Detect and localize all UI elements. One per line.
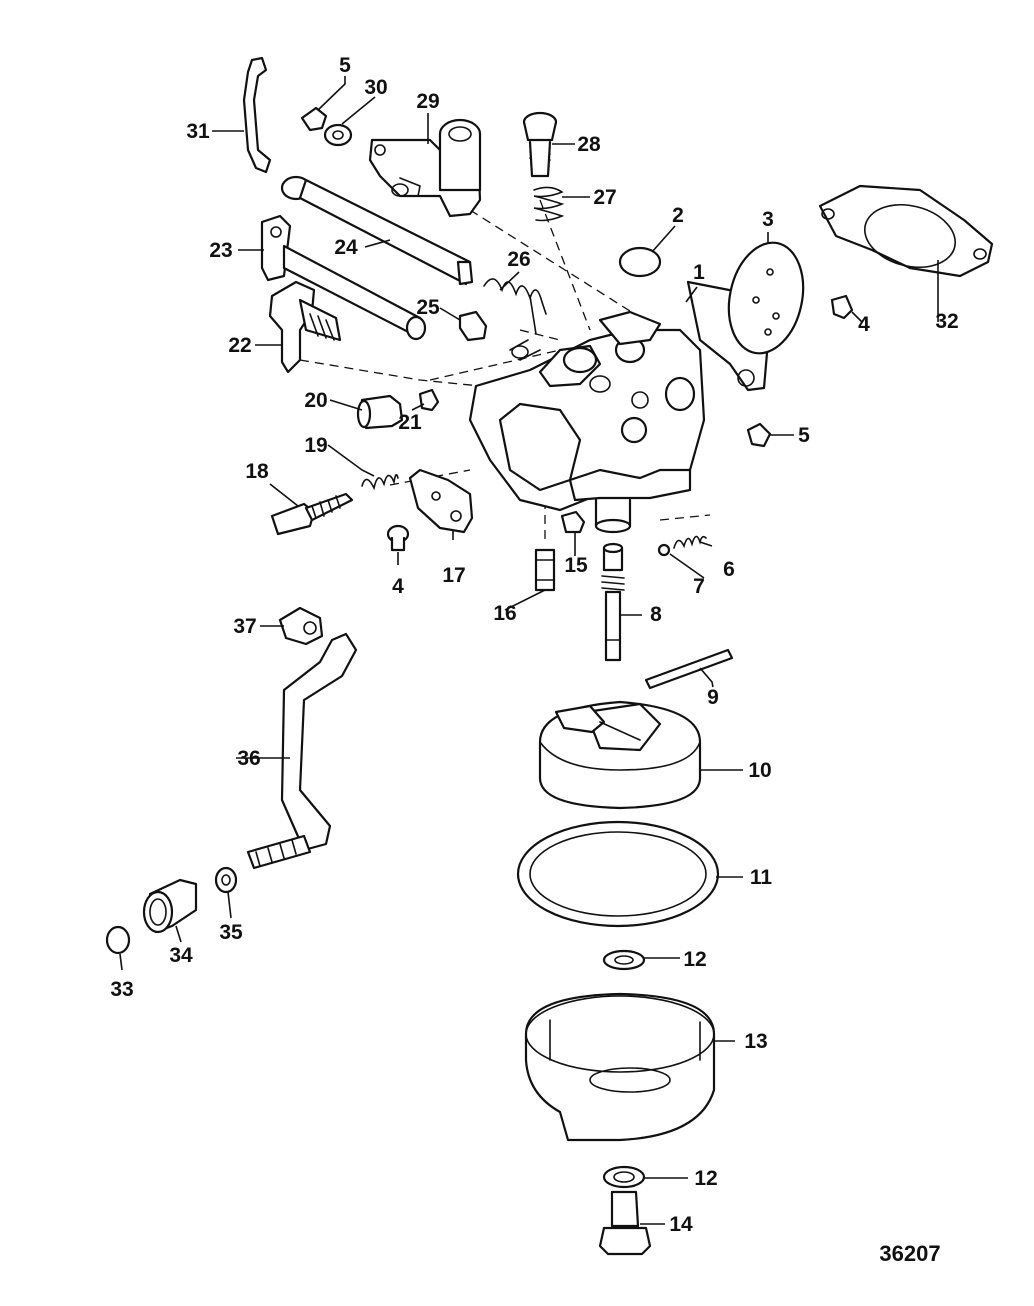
callout-19: 19 bbox=[304, 434, 327, 457]
spring-19 bbox=[361, 474, 399, 491]
callout-15: 15 bbox=[564, 554, 588, 577]
welch-plug bbox=[618, 246, 662, 278]
fuel-inlet-fitting bbox=[368, 118, 482, 218]
e-clip-right bbox=[746, 422, 772, 448]
leader-lines bbox=[119, 76, 939, 1225]
callout-7: 7 bbox=[693, 575, 705, 598]
callout-14: 14 bbox=[669, 1213, 693, 1236]
callout-6: 6 bbox=[723, 558, 735, 581]
callout-2: 2 bbox=[672, 204, 684, 227]
callout-12-lower: 12 bbox=[694, 1167, 717, 1190]
e-clip-top bbox=[300, 106, 328, 132]
pin-16 bbox=[534, 548, 556, 592]
check-ball bbox=[657, 543, 671, 557]
callout-13: 13 bbox=[744, 1030, 767, 1053]
callout-4-left: 4 bbox=[392, 575, 404, 598]
spring-6 bbox=[673, 535, 707, 549]
callout-26: 26 bbox=[507, 248, 530, 271]
callout-36: 36 bbox=[237, 747, 260, 770]
callout-5-top: 5 bbox=[339, 54, 351, 77]
callout-31: 31 bbox=[186, 120, 210, 143]
washer-30 bbox=[323, 123, 353, 147]
callout-35: 35 bbox=[219, 921, 243, 944]
jet-21 bbox=[418, 388, 440, 412]
callout-37: 37 bbox=[233, 615, 256, 638]
washer-12-upper bbox=[602, 949, 646, 971]
choke-valve-22 bbox=[268, 280, 342, 374]
callout-23: 23 bbox=[209, 239, 232, 262]
jet-25 bbox=[458, 310, 488, 342]
adjusting-screw-28 bbox=[522, 111, 558, 178]
hose-fitting-34 bbox=[142, 878, 198, 934]
callout-labels: 1 2 3 4 4 5 5 6 7 8 9 10 11 12 12 13 14 … bbox=[110, 54, 958, 1236]
float-bowl-gasket bbox=[516, 820, 720, 928]
hose-clip-37 bbox=[278, 606, 324, 646]
callout-8: 8 bbox=[650, 603, 662, 626]
callout-5-right: 5 bbox=[798, 424, 810, 447]
callout-24: 24 bbox=[334, 236, 358, 259]
callout-17: 17 bbox=[442, 564, 465, 587]
float-hinge-pin bbox=[644, 648, 734, 690]
hose-clamp-35 bbox=[214, 866, 238, 894]
washer-12-lower bbox=[602, 1165, 646, 1189]
callout-32: 32 bbox=[935, 310, 958, 333]
callout-29: 29 bbox=[416, 90, 439, 113]
callout-9: 9 bbox=[707, 686, 719, 709]
callout-3: 3 bbox=[762, 208, 774, 231]
screw-4 bbox=[386, 524, 410, 552]
callout-27: 27 bbox=[593, 186, 616, 209]
callout-4-right: 4 bbox=[858, 313, 870, 336]
callout-34: 34 bbox=[169, 944, 193, 967]
callout-16: 16 bbox=[493, 602, 516, 625]
callout-20: 20 bbox=[304, 389, 327, 412]
callout-33: 33 bbox=[110, 978, 133, 1001]
spring-27 bbox=[533, 186, 565, 222]
spring-26 bbox=[483, 278, 547, 335]
figure-number: 36207 bbox=[879, 1241, 940, 1266]
nut-right bbox=[830, 294, 854, 320]
idle-tube-20 bbox=[356, 394, 404, 430]
drain-screw bbox=[598, 1190, 652, 1256]
callout-18: 18 bbox=[245, 460, 269, 483]
nut-15 bbox=[560, 510, 586, 534]
gasket bbox=[818, 184, 994, 278]
idle-mixture-screw bbox=[270, 492, 354, 536]
throttle-link bbox=[242, 56, 272, 174]
callout-11: 11 bbox=[750, 866, 773, 889]
callout-22: 22 bbox=[228, 334, 251, 357]
throttle-shaft bbox=[280, 175, 474, 286]
float bbox=[538, 700, 702, 810]
float-bowl bbox=[524, 992, 716, 1142]
cap-33 bbox=[105, 925, 131, 955]
callout-21: 21 bbox=[398, 411, 422, 434]
choke-shaft bbox=[260, 214, 427, 341]
bracket-plate bbox=[408, 468, 474, 534]
diaphragm bbox=[727, 241, 805, 355]
callout-1: 1 bbox=[693, 261, 705, 284]
callout-30: 30 bbox=[364, 76, 387, 99]
callout-25: 25 bbox=[416, 296, 440, 319]
callout-28: 28 bbox=[577, 133, 601, 156]
carburetor-body bbox=[468, 280, 772, 534]
float-stem bbox=[601, 542, 625, 662]
callout-10: 10 bbox=[748, 759, 771, 782]
fuel-hose bbox=[246, 632, 358, 870]
callout-12-upper: 12 bbox=[683, 948, 706, 971]
